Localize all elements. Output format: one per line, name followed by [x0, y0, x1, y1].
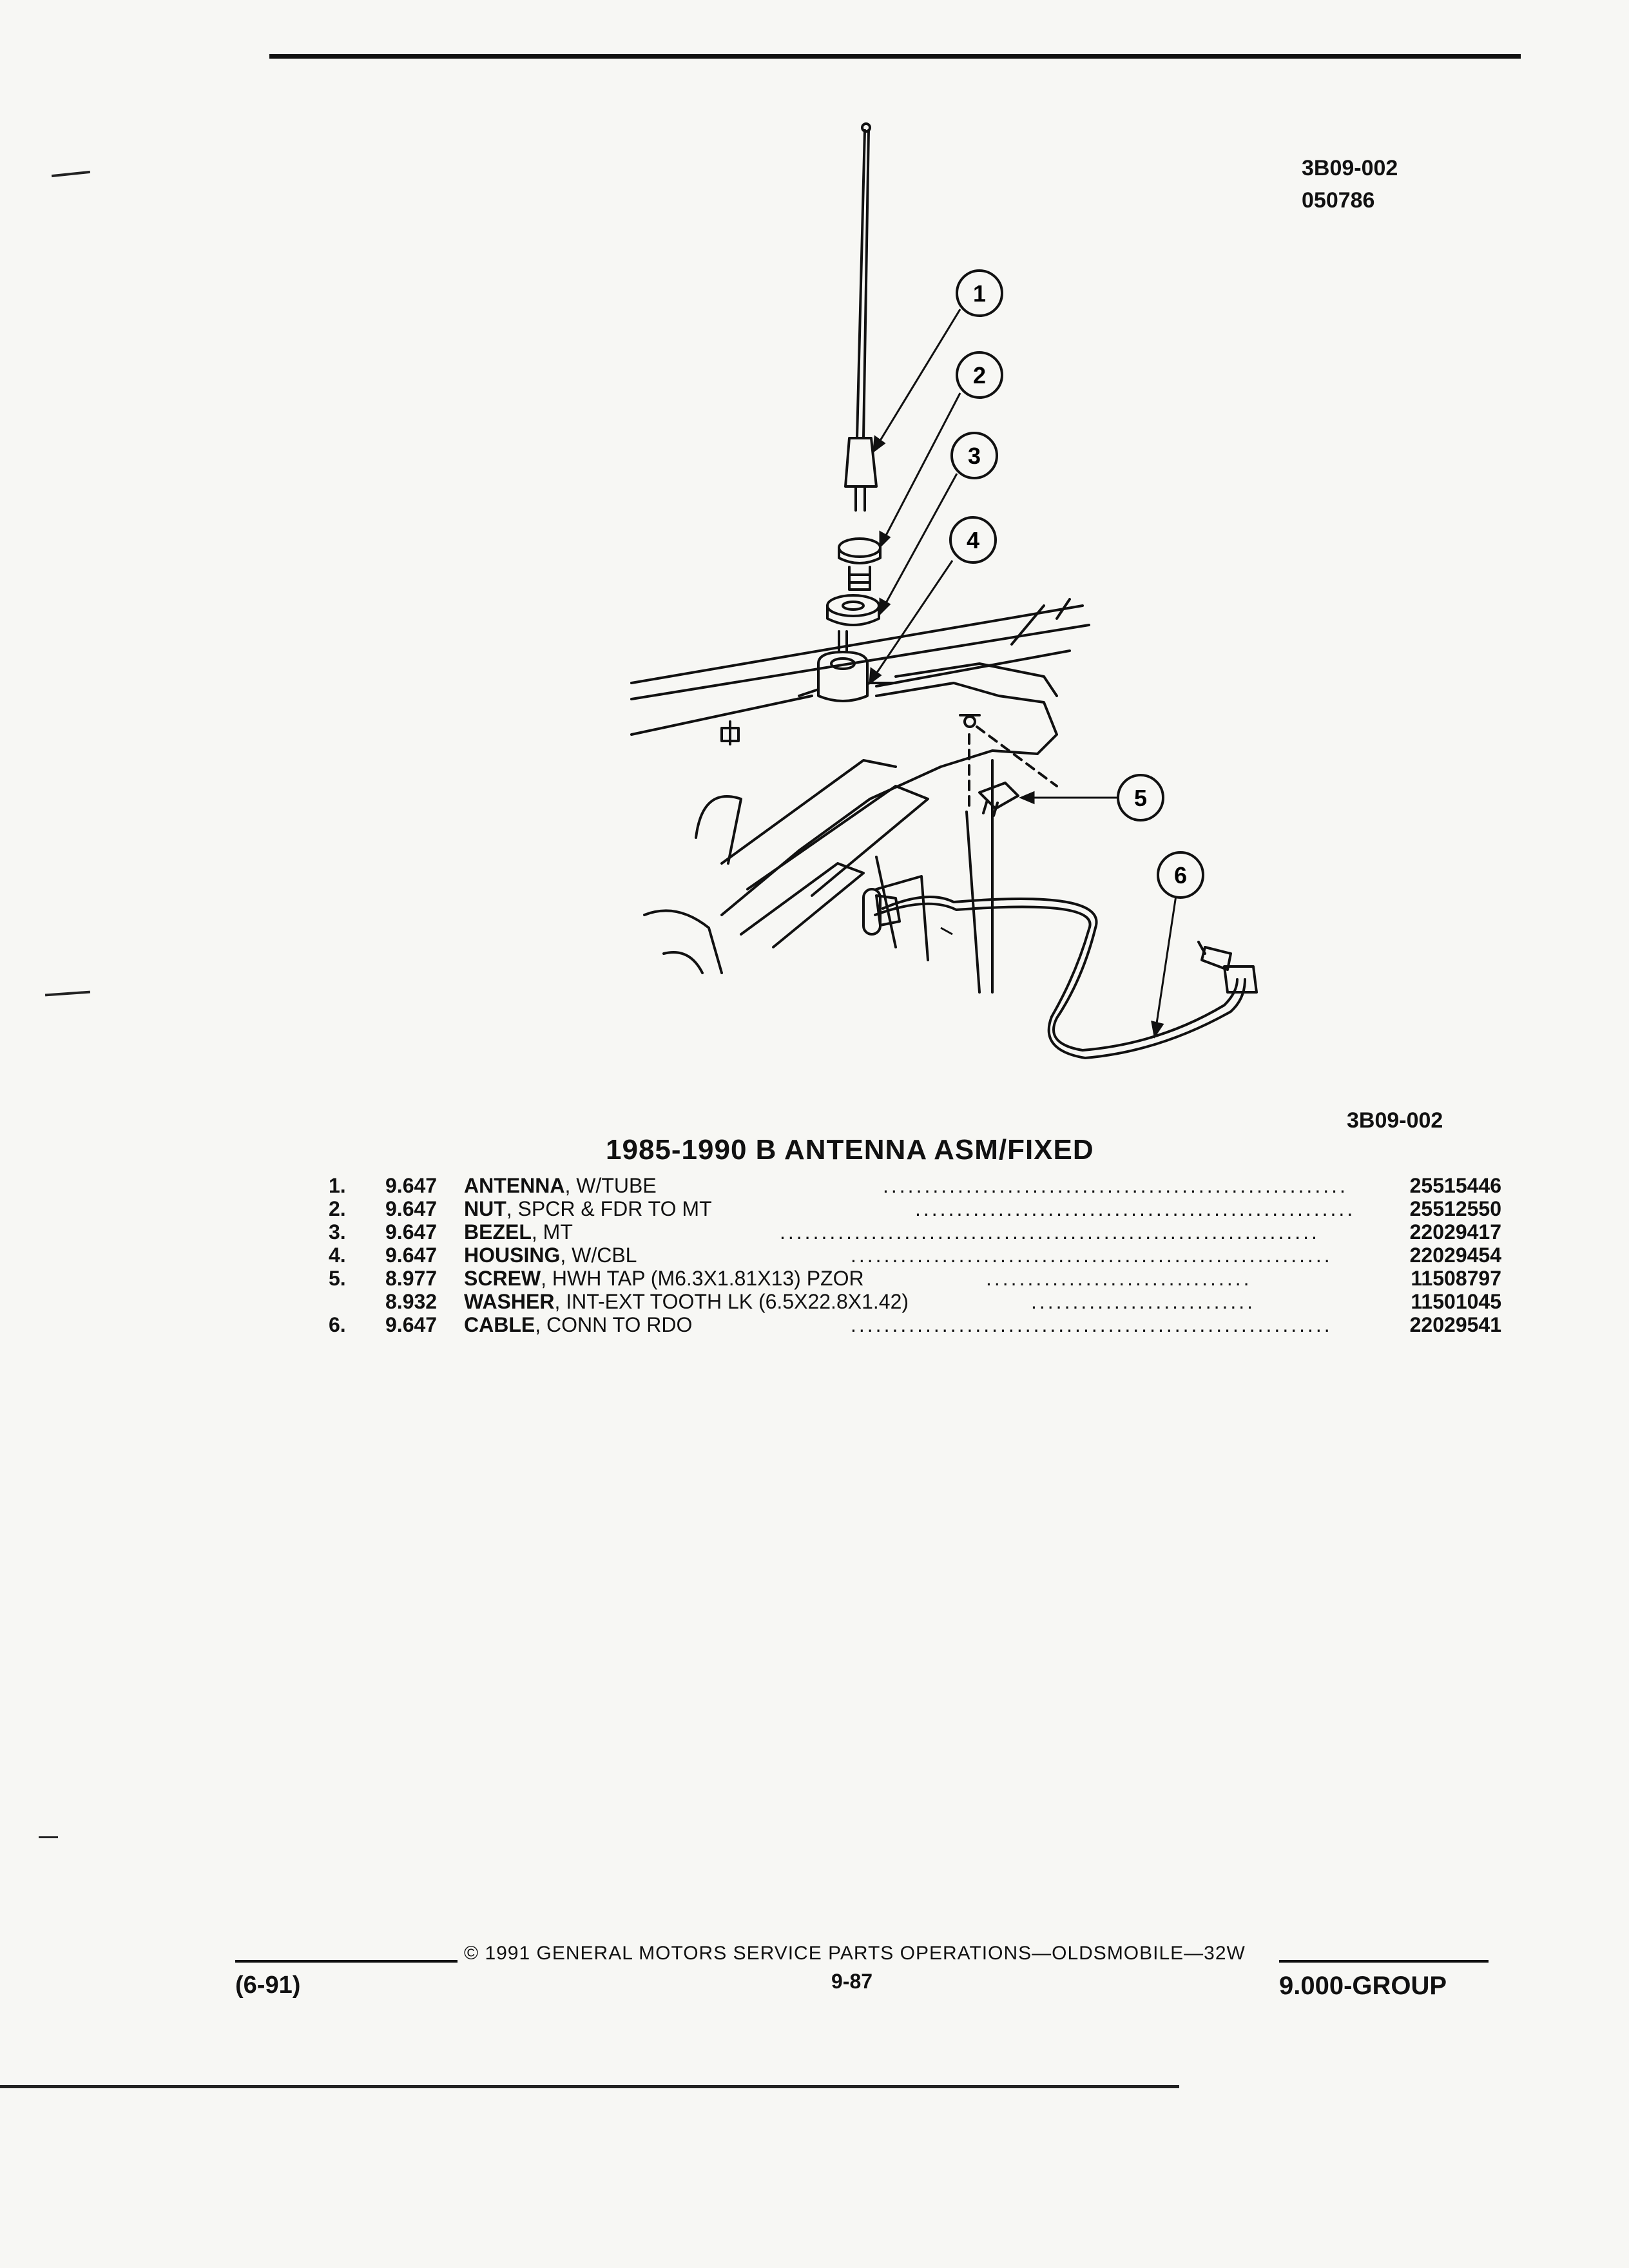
callout-2: 2 — [973, 362, 986, 389]
item-number: 6. — [329, 1313, 346, 1336]
date-code: 050786 — [1302, 188, 1375, 213]
part-name: HOUSING — [464, 1244, 561, 1267]
diagram-ref-code: 3B09-002 — [1347, 1108, 1443, 1133]
item-number: 1. — [329, 1174, 346, 1197]
scan-mark — [51, 170, 91, 178]
callout-3: 3 — [968, 443, 981, 469]
part-detail: , INT-EXT TOOTH LK (6.5X22.8X1.42) — [554, 1290, 909, 1313]
part-number: 25515446 — [1409, 1174, 1501, 1197]
callout-6: 6 — [1174, 862, 1187, 889]
leader-dots: ........................................… — [851, 1313, 1333, 1336]
group-code: 9.647 — [385, 1197, 438, 1220]
leader-dots: ........................................… — [915, 1197, 1353, 1220]
group-code: 9.647 — [385, 1174, 438, 1197]
leader-dots: ........................... — [1031, 1290, 1256, 1313]
parts-row: 8.932 WASHER, INT-EXT TOOTH LK (6.5X22.8… — [329, 1290, 1501, 1313]
part-number: 25512550 — [1409, 1197, 1501, 1220]
bottom-rule — [0, 2085, 1179, 2088]
part-detail: , SPCR & FDR TO MT — [506, 1197, 712, 1220]
item-number: 4. — [329, 1244, 346, 1267]
footer-rule-left — [235, 1960, 458, 1963]
group-code: 8.932 — [385, 1290, 438, 1313]
callout-4: 4 — [967, 527, 979, 553]
leader-dots: ................................ — [986, 1267, 1252, 1290]
parts-list-title: 1985-1990 B ANTENNA ASM/FIXED — [606, 1134, 1094, 1166]
leader-lines — [869, 309, 1177, 1039]
part-description: ANTENNA, W/TUBE — [464, 1174, 657, 1198]
group-label: 9.000-GROUP — [1279, 1972, 1447, 2000]
antenna-cable — [874, 894, 1258, 1059]
part-number: 22029417 — [1409, 1220, 1501, 1244]
callouts: 1 2 3 4 5 6 — [949, 269, 1204, 899]
group-code: 9.647 — [385, 1244, 438, 1267]
part-detail: , HWH TAP (M6.3X1.81X13) PZOR — [541, 1267, 864, 1290]
part-name: SCREW — [464, 1267, 541, 1290]
copyright-line: © 1991 GENERAL MOTORS SERVICE PARTS OPER… — [464, 1943, 1246, 1964]
part-number: 11508797 — [1411, 1267, 1501, 1290]
item-number: 5. — [329, 1267, 346, 1290]
parts-row: 2. 9.647 NUT, SPCR & FDR TO MT .........… — [329, 1197, 1501, 1220]
part-description: NUT, SPCR & FDR TO MT — [464, 1197, 712, 1221]
part-description: BEZEL, MT — [464, 1220, 573, 1244]
part-description: HOUSING, W/CBL — [464, 1244, 637, 1267]
antenna-mast — [844, 122, 878, 512]
parts-row: 6. 9.647 CABLE, CONN TO RDO ............… — [329, 1313, 1501, 1336]
nut — [838, 537, 882, 591]
part-name: BEZEL — [464, 1220, 532, 1244]
leader-dots: ........................................… — [851, 1244, 1333, 1267]
fender-structure — [630, 598, 1090, 994]
scan-mark — [39, 1836, 58, 1838]
part-number: 22029454 — [1409, 1244, 1501, 1267]
part-description: SCREW, HWH TAP (M6.3X1.81X13) PZOR — [464, 1267, 864, 1291]
item-number: 3. — [329, 1220, 346, 1244]
part-name: WASHER — [464, 1290, 555, 1313]
group-code: 8.977 — [385, 1267, 438, 1290]
part-detail: , W/CBL — [560, 1244, 637, 1267]
group-code: 9.647 — [385, 1313, 438, 1336]
callout-1: 1 — [973, 280, 986, 307]
callout-5: 5 — [1134, 785, 1147, 811]
part-name: NUT — [464, 1197, 506, 1220]
leader-dots: ........................................… — [883, 1174, 1348, 1197]
bezel — [826, 594, 880, 626]
revision-date: (6-91) — [235, 1972, 301, 1999]
top-rule — [269, 54, 1521, 59]
footer-rule-right — [1279, 1960, 1489, 1963]
leader-dots: ........................................… — [780, 1220, 1320, 1244]
part-detail: , MT — [531, 1220, 573, 1244]
parts-row: 3. 9.647 BEZEL, MT .....................… — [329, 1220, 1501, 1244]
scan-mark — [44, 990, 91, 997]
part-description: WASHER, INT-EXT TOOTH LK (6.5X22.8X1.42) — [464, 1290, 909, 1314]
antenna-diagram: 1 2 3 4 5 6 — [630, 122, 1258, 1059]
ref-code: 3B09-002 — [1302, 156, 1398, 180]
parts-row: 5. 8.977 SCREW, HWH TAP (M6.3X1.81X13) P… — [329, 1267, 1501, 1290]
part-name: ANTENNA — [464, 1174, 565, 1197]
screw — [978, 782, 1019, 817]
part-description: CABLE, CONN TO RDO — [464, 1313, 692, 1337]
part-number: 11501045 — [1411, 1290, 1501, 1313]
parts-row: 4. 9.647 HOUSING, W/CBL ................… — [329, 1244, 1501, 1267]
item-number: 2. — [329, 1197, 346, 1220]
part-number: 22029541 — [1409, 1313, 1501, 1336]
part-name: CABLE — [464, 1313, 535, 1336]
group-code: 9.647 — [385, 1220, 438, 1244]
parts-row: 1. 9.647 ANTENNA, W/TUBE ...............… — [329, 1174, 1501, 1197]
part-detail: , CONN TO RDO — [535, 1313, 693, 1336]
part-detail: , W/TUBE — [564, 1174, 657, 1197]
parts-list: 1. 9.647 ANTENNA, W/TUBE ...............… — [329, 1174, 1501, 1336]
page-number: 9-87 — [831, 1970, 873, 1993]
